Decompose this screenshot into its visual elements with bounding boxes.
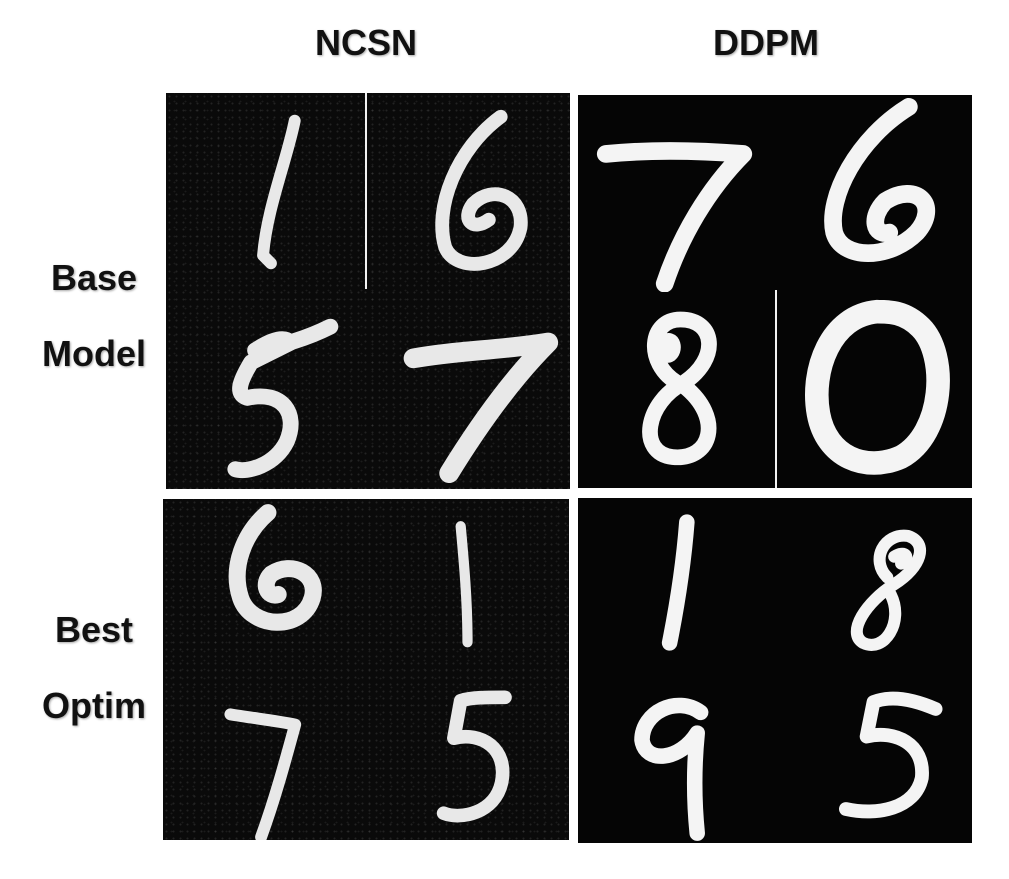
panel-ncsn-best-optim bbox=[163, 499, 569, 840]
row-label-line-2: Model bbox=[42, 333, 146, 374]
row-label-line-1: Best bbox=[54, 609, 134, 650]
digit-image-1 bbox=[366, 499, 569, 670]
grid-seam bbox=[775, 290, 777, 488]
digit-image-7 bbox=[163, 670, 366, 840]
grid-seam bbox=[365, 93, 367, 289]
digit-image-0 bbox=[775, 292, 972, 489]
digit-image-6 bbox=[163, 499, 366, 670]
digit-image-8 bbox=[578, 292, 775, 489]
row-label-base-model: Base Model bbox=[14, 240, 174, 392]
row-label-best-optim: Best Optim bbox=[14, 592, 174, 744]
digit-image-6 bbox=[775, 95, 972, 292]
column-header-ddpm: DDPM bbox=[713, 22, 819, 63]
digit-image-8 bbox=[775, 498, 972, 671]
digit-image-7 bbox=[368, 291, 570, 489]
digit-image-9 bbox=[578, 671, 775, 844]
digit-image-1 bbox=[166, 93, 368, 291]
panel-ncsn-base-model bbox=[166, 93, 570, 489]
digit-image-5 bbox=[166, 291, 368, 489]
digit-image-5 bbox=[775, 671, 972, 844]
digit-image-7 bbox=[578, 95, 775, 292]
panel-ddpm-best-optim bbox=[578, 498, 972, 843]
digit-image-5 bbox=[366, 670, 569, 841]
row-label-line-2: Optim bbox=[42, 685, 146, 726]
digit-image-1 bbox=[578, 498, 775, 671]
row-label-line-1: Base bbox=[50, 257, 138, 298]
digit-image-6 bbox=[368, 93, 570, 291]
column-header-ncsn: NCSN bbox=[314, 22, 417, 63]
